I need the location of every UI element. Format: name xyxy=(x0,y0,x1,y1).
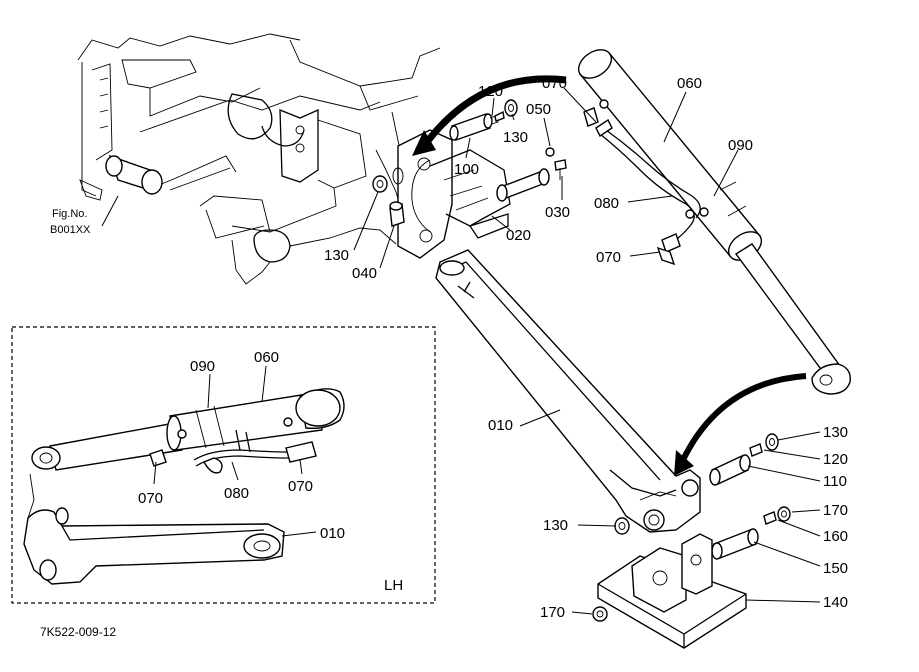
assembly-arrow-bottom xyxy=(674,373,807,476)
pin-assembly-050 xyxy=(496,147,567,202)
pin-110 xyxy=(709,454,751,486)
bushing-left xyxy=(392,167,404,185)
assembly-arrow-top xyxy=(412,75,567,156)
label-140: 140 xyxy=(823,594,848,611)
label-070-lh-a: 070 xyxy=(138,490,163,507)
label-110: 110 xyxy=(823,473,847,490)
label-020: 020 xyxy=(506,227,531,244)
boom-mount-bracket xyxy=(397,129,511,259)
bolt-120-top xyxy=(494,110,505,122)
label-130-top: 130 xyxy=(503,129,528,146)
washer-170-right xyxy=(777,506,791,522)
label-010-main: 010 xyxy=(488,417,513,434)
label-090-main: 090 xyxy=(728,137,753,154)
label-090-lh: 090 xyxy=(190,358,215,375)
label-010-lh: 010 xyxy=(320,525,345,542)
label-070-mid: 070 xyxy=(596,249,621,266)
drawing-number: 7K522-009-12 xyxy=(40,625,116,639)
label-160: 160 xyxy=(823,528,848,545)
machine-frame xyxy=(77,33,441,285)
inset-label-lh: LH xyxy=(384,577,403,594)
label-050: 050 xyxy=(526,101,551,118)
frame-pin xyxy=(79,154,163,201)
label-150: 150 xyxy=(823,560,848,577)
label-080-main: 080 xyxy=(594,195,619,212)
bracket-140 xyxy=(597,533,747,649)
label-120-top: 120 xyxy=(478,83,503,100)
boom-010 xyxy=(435,249,701,533)
label-040: 040 xyxy=(352,265,377,282)
washer-130-top xyxy=(504,99,518,117)
label-170-bot: 170 xyxy=(540,604,565,621)
label-070-top: 070 xyxy=(542,75,567,92)
pin-100 xyxy=(449,113,499,141)
label-030: 030 xyxy=(545,204,570,221)
pin-150 xyxy=(711,528,759,560)
cylinder-060 xyxy=(577,49,851,395)
lh-inset-drawing xyxy=(23,365,345,585)
part-labels: 060 090 080 070 070 120 130 050 030 100 … xyxy=(138,75,848,621)
lh-inset-frame xyxy=(11,326,436,604)
label-080-lh: 080 xyxy=(224,485,249,502)
label-130-right: 130 xyxy=(823,424,848,441)
figure-reference: Fig.No. B001XX xyxy=(50,195,119,236)
label-120-bot: 120 xyxy=(823,451,848,468)
washer-170-bot xyxy=(592,606,608,622)
washer-130-left xyxy=(372,175,388,193)
bolt-120-bot xyxy=(749,443,763,457)
label-100: 100 xyxy=(454,161,479,178)
label-060-lh: 060 xyxy=(254,349,279,366)
label-060-main: 060 xyxy=(677,75,702,92)
hose-080 xyxy=(583,99,709,266)
washer-130-right xyxy=(765,433,779,451)
label-170-right: 170 xyxy=(823,502,848,519)
figref-line2: B001XX xyxy=(50,224,91,236)
bolt-160 xyxy=(763,511,777,525)
label-070-lh-b: 070 xyxy=(288,478,313,495)
label-130-left: 130 xyxy=(324,247,349,264)
washer-130-bot xyxy=(614,517,630,535)
leader-lines xyxy=(353,87,821,615)
label-130-bot: 130 xyxy=(543,517,568,534)
figref-line1: Fig.No. xyxy=(52,208,87,220)
bolt-040 xyxy=(389,201,405,227)
